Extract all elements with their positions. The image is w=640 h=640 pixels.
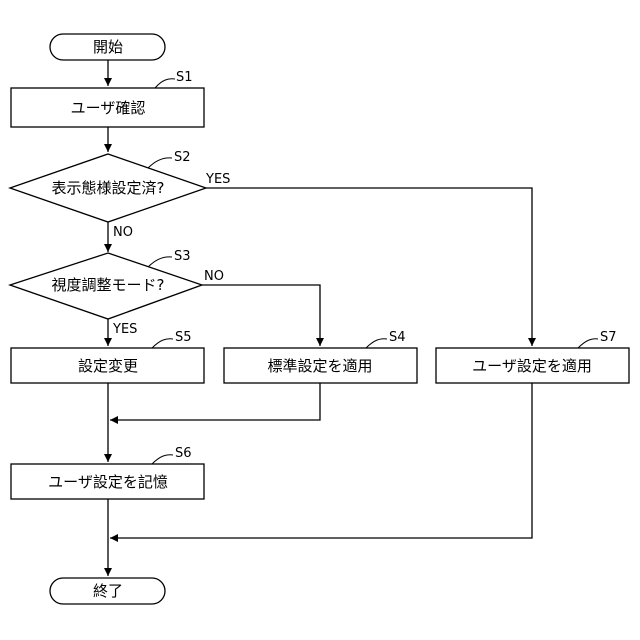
decision-s2-yes-label: YES [205, 172, 230, 187]
decision-s3-tag-leader [148, 257, 172, 267]
decision-s2: 表示態様設定済? S2 YES NO [10, 150, 230, 240]
step-s6-label: ユーザ設定を記憶 [48, 473, 168, 491]
step-s6-tag-leader [152, 455, 173, 464]
decision-s2-tag: S2 [174, 150, 191, 165]
decision-s3: 視度調整モード? S3 NO YES [10, 249, 224, 337]
step-s1-label: ユーザ確認 [71, 99, 146, 117]
decision-s3-no-label: NO [204, 269, 224, 284]
step-s5-tag-leader [152, 339, 173, 348]
step-s7-tag-leader [578, 339, 598, 348]
step-s6-tag: S6 [175, 446, 192, 461]
step-s5-tag: S5 [175, 330, 192, 345]
decision-s3-tag: S3 [174, 249, 191, 264]
step-s7-tag: S7 [600, 330, 617, 345]
step-s4-tag-leader [366, 339, 387, 348]
start-label: 開始 [93, 38, 123, 56]
edge-s4-merge [110, 383, 320, 420]
step-s4-label: 標準設定を適用 [267, 357, 372, 375]
start-terminal: 開始 [50, 34, 165, 60]
end-terminal: 終了 [50, 578, 165, 604]
decision-s3-label: 視度調整モード? [52, 276, 165, 294]
decision-s2-label: 表示態様設定済? [52, 179, 165, 197]
edge-s2-yes-s7 [206, 188, 532, 346]
decision-s2-tag-leader [148, 158, 172, 168]
decision-s3-yes-label: YES [112, 322, 137, 337]
step-s1-tag: S1 [176, 70, 193, 85]
step-s7-label: ユーザ設定を適用 [472, 357, 592, 375]
step-s5-label: 設定変更 [78, 357, 138, 375]
step-s1-tag-leader [155, 79, 175, 88]
decision-s2-no-label: NO [113, 225, 133, 240]
edge-s7-merge [110, 383, 532, 538]
edge-s3-no-s4 [202, 285, 320, 346]
end-label: 終了 [93, 582, 123, 600]
step-s4-tag: S4 [389, 330, 406, 345]
